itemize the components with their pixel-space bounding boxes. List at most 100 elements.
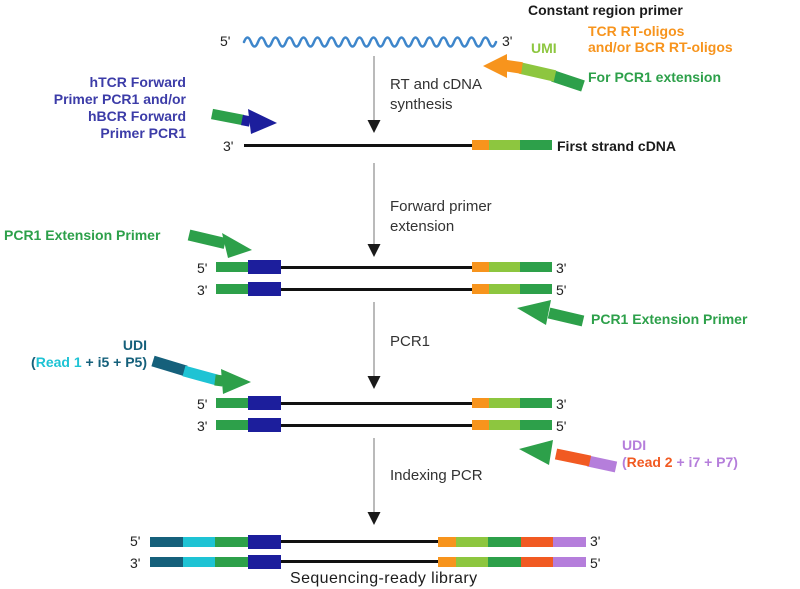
flow-arrow-rt [367, 56, 381, 133]
rt-oligos-label-line2: and/or BCR RT-oligos [588, 39, 733, 55]
duplex2-top-seg-lightgreen [489, 398, 520, 408]
udi-left-arrow-read1-segment [182, 365, 219, 386]
final-bottom-seg-i7 [521, 557, 553, 567]
final-top-seg-darkgreen [488, 537, 521, 547]
duplex1-bottom-left-label: 3' [197, 282, 208, 298]
duplex1-top-seg-green [216, 262, 248, 272]
duplex2-bottom-seg-orange [472, 420, 489, 430]
final-bottom-seg-p5 [150, 557, 183, 567]
flow-arrow-extension-head [367, 244, 381, 257]
duplex1-top-line [281, 266, 472, 269]
duplex2-bottom-seg-navy [248, 418, 281, 432]
duplex1-bottom-line [281, 288, 472, 291]
rt-oligo-arrow-shaft [504, 59, 523, 74]
duplex2-top-seg-darkgreen [520, 398, 552, 408]
step-rt-line1: RT and cDNA [390, 76, 482, 93]
duplex1-top-seg-darkgreen [520, 262, 552, 272]
udi-right-arrow-i7-segment [554, 448, 592, 467]
final-top-seg-i7 [521, 537, 553, 547]
first-strand-line [244, 144, 472, 147]
duplex2-top-seg-green [216, 398, 248, 408]
first-strand-seg-constant [472, 140, 489, 150]
udi-right-read2: Read 2 [626, 454, 673, 470]
final-bottom-seg-orange [438, 557, 456, 567]
udi-right-arrow [519, 440, 618, 473]
rna-3prime-label: 3' [502, 33, 513, 49]
flow-arrow-pcr1-head [367, 376, 381, 389]
duplex1-top-left-label: 5' [197, 260, 208, 276]
final-top-left-label: 5' [130, 533, 141, 549]
udi-right-label: UDI (Read 2 + i7 + P7) [622, 437, 738, 471]
final-top-seg-orange [438, 537, 456, 547]
final-bottom-seg-lightgreen [456, 557, 488, 567]
first-strand-seg-umi [489, 140, 520, 150]
step-pcr1-label: PCR1 [390, 333, 431, 350]
rt-oligo-arrow-umi-segment [518, 62, 557, 82]
first-strand-3prime-label: 3' [223, 138, 234, 154]
final-top-seg-lightgreen [456, 537, 488, 547]
duplex1-top-seg-orange [472, 262, 489, 272]
forward-primer-label-line1: hTCR Forward [89, 74, 186, 90]
flow-arrow-pcr1 [367, 302, 381, 389]
udi-left-read1: Read 1 [35, 354, 82, 370]
udi-right-arrow-p7-segment [586, 455, 618, 473]
final-bottom-seg-darkgreen [488, 557, 521, 567]
forward-primer-label: hTCR Forward Primer PCR1 and/or hBCR For… [20, 74, 186, 142]
final-bottom-seg-p7 [553, 557, 586, 567]
final-library-caption: Sequencing-ready library [290, 570, 478, 587]
duplex2-bottom-line [281, 424, 472, 427]
duplex2-top-left-label: 5' [197, 396, 208, 412]
duplex2-bottom-left-label: 3' [197, 418, 208, 434]
duplex1-bottom-seg-green [216, 284, 248, 294]
step-extension-line1: Forward primer [390, 198, 492, 215]
for-pcr1-extension-label: For PCR1 extension [588, 69, 722, 85]
duplex1-top-seg-lightgreen [489, 262, 520, 272]
udi-right-arrowhead [519, 440, 553, 465]
duplex2-bottom-seg-darkgreen [520, 420, 552, 430]
final-bottom-line [281, 560, 438, 563]
first-strand-seg-extension [520, 140, 552, 150]
rna-5prime-label: 5' [220, 33, 231, 49]
udi-left-arrow [151, 355, 251, 394]
flow-arrow-indexing [367, 438, 381, 525]
rna-wavy-line [242, 36, 498, 48]
flow-arrow-extension [367, 163, 381, 257]
step-extension-line2: extension [390, 218, 455, 235]
final-bottom-seg-navy [248, 555, 281, 569]
duplex1-bottom-seg-darkgreen [520, 284, 552, 294]
final-top-right-label: 3' [590, 533, 601, 549]
duplex1-bottom-seg-orange [472, 284, 489, 294]
flow-arrow-indexing-head [367, 512, 381, 525]
step-rt-line2: synthesis [390, 96, 453, 113]
duplex1-top-right-label: 3' [556, 260, 567, 276]
duplex2-top-line [281, 402, 472, 405]
duplex2-bottom-seg-green [216, 420, 248, 430]
final-top-seg-green [215, 537, 248, 547]
forward-primer-label-line3: hBCR Forward [88, 108, 186, 124]
udi-right-subtitle: (Read 2 + i7 + P7) [622, 454, 738, 471]
first-strand-caption: First strand cDNA [557, 138, 677, 154]
duplex2-top-seg-navy [248, 396, 281, 410]
pcr1-extension-right-arrow-shaft [547, 307, 585, 327]
pcr1-extension-left-arrow [187, 229, 252, 258]
step-extension-label: Forward primer extension [390, 197, 492, 237]
pcr1-extension-right-label: PCR1 Extension Primer [591, 311, 748, 327]
step-rt-label: RT and cDNA synthesis [390, 75, 482, 115]
duplex2-bottom-right-label: 5' [556, 418, 567, 434]
final-top-seg-navy [248, 535, 281, 549]
rt-oligo-arrowhead [483, 54, 507, 78]
udi-left-title: UDI [122, 337, 147, 353]
udi-left-subtitle: (Read 1 + i5 + P5) [6, 354, 147, 371]
pcr1-extension-left-label: PCR1 Extension Primer [4, 227, 161, 243]
constant-region-primer-label: Constant region primer [528, 2, 683, 18]
pcr1-extension-right-arrowhead [517, 300, 551, 325]
rt-oligos-label-line1: TCR RT-oligos [588, 23, 685, 39]
udi-left-rest: + i5 + P5) [81, 354, 148, 370]
pcr1-extension-left-arrow-shaft [187, 229, 227, 249]
duplex2-top-right-label: 3' [556, 396, 567, 412]
forward-primer-arrow-tail-segment [211, 108, 244, 126]
udi-left-label: UDI (Read 1 + i5 + P5) [6, 337, 147, 371]
duplex1-bottom-seg-navy [248, 282, 281, 296]
